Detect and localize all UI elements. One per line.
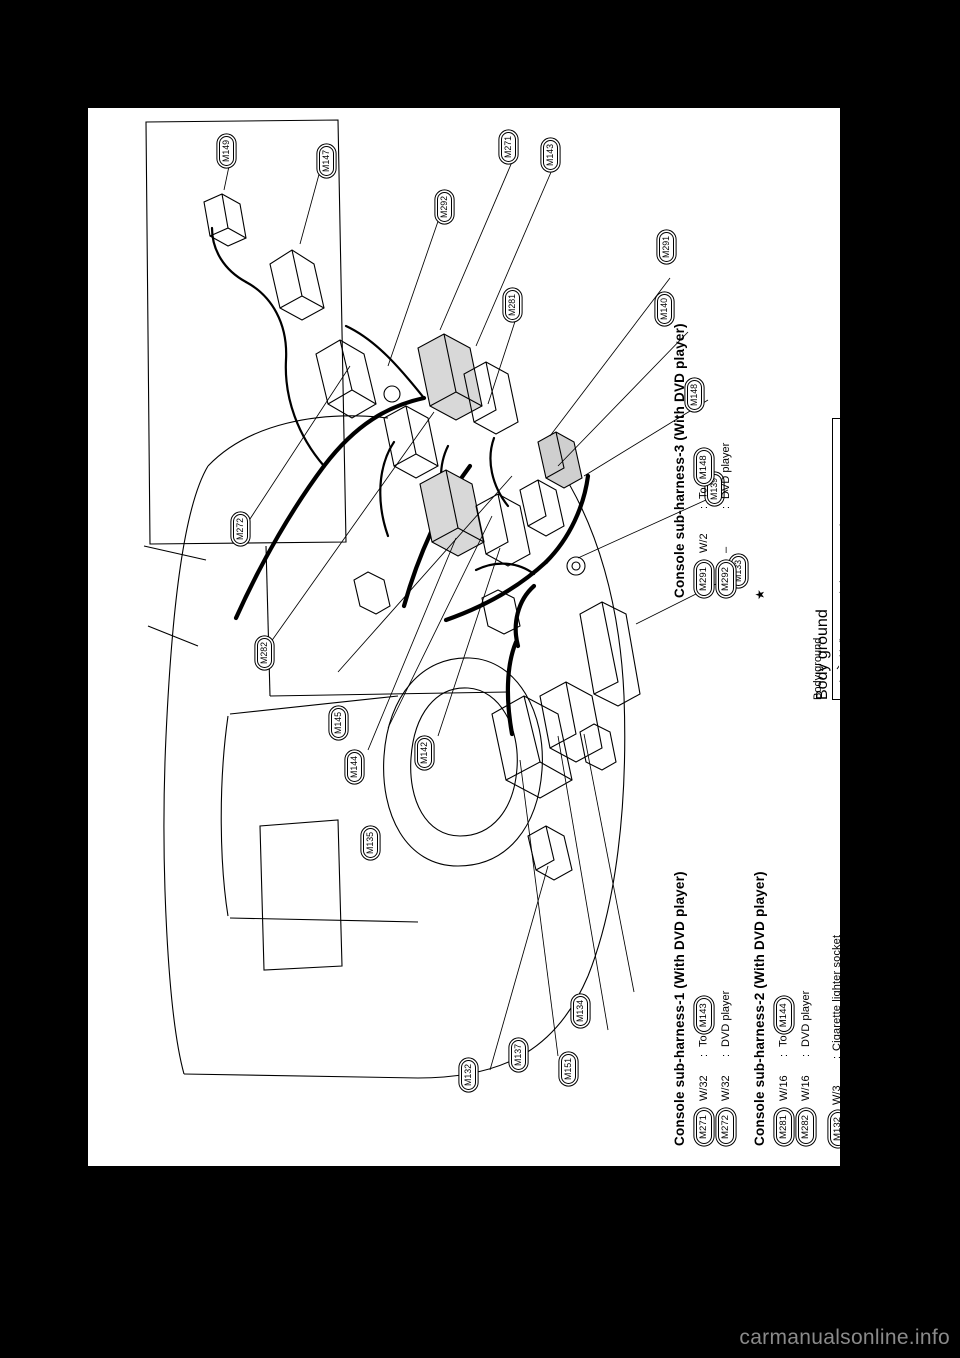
description: To M144 <box>776 991 796 1047</box>
diagram-badge-m140[interactable]: M140 <box>654 293 672 324</box>
table-row: M132 W/3 : Cigarette lighter socket <box>830 857 840 1146</box>
colon: : <box>830 1051 840 1059</box>
diagram-badge-m144[interactable]: M144 <box>344 751 362 782</box>
diagram-badge-m272[interactable]: M272 <box>230 513 248 544</box>
sub3-title: Console sub-harness-3 (With DVD player) <box>672 323 687 598</box>
manual-page-sheet: M149 M272 M282 M147 M145 M144 M135 M142 … <box>88 108 840 1166</box>
connector-badge[interactable]: M281 <box>776 1110 793 1144</box>
wire-code: W/16 <box>778 1075 791 1101</box>
rotated-page-content: M149 M272 M282 M147 M145 M144 M135 M142 … <box>88 108 840 1166</box>
diagram-badge-m282[interactable]: M282 <box>254 637 272 668</box>
section-console-sub-harness-3: Console sub-harness-3 (With DVD player) … <box>672 323 740 598</box>
colon: : <box>719 505 732 509</box>
wire-code: W/32 <box>698 1075 711 1101</box>
body-ground-inset: View with floor console box removed Yaw … <box>832 418 840 700</box>
wire-code: W/3 <box>831 1085 840 1105</box>
diagram-badge-m147[interactable]: M147 <box>316 145 334 176</box>
diagram-badge-m151[interactable]: M151 <box>558 1053 576 1084</box>
diagram-badge-m132[interactable]: M132 <box>458 1059 476 1090</box>
diagram-badge-m281[interactable]: M281 <box>502 289 520 320</box>
table-row: M272 W/32 : DVD player <box>717 990 738 1144</box>
inset-label-top: View with floor console box removed <box>839 521 840 691</box>
diagram-badge-m149[interactable]: M149 <box>216 135 234 166</box>
sub2-table: M281 W/16 : To M144 M282 W/16 : DVD play… <box>774 989 820 1146</box>
colon: : <box>778 1053 791 1057</box>
body-ground-photo <box>836 654 840 670</box>
wire-code: W/32 <box>719 1075 732 1101</box>
connector-badge[interactable]: M271 <box>696 1110 713 1144</box>
inset-caption: Body ground <box>812 637 824 700</box>
description: DVD player <box>799 990 812 1047</box>
connector-badge[interactable]: M292 <box>717 562 735 596</box>
description: DVD player <box>719 442 732 499</box>
connector-ref-badge[interactable]: M148 <box>696 450 713 485</box>
connector-badge[interactable]: M291 <box>696 562 713 596</box>
watermark: carmanualsonline.info <box>739 1326 950 1349</box>
diagram-badge-m142[interactable]: M142 <box>414 737 432 768</box>
star-marker-m133: ★ <box>753 589 767 600</box>
description: To M148 <box>696 443 716 499</box>
wire-code: – <box>719 546 732 553</box>
colon: : <box>698 1053 711 1057</box>
diagram-badge-m292[interactable]: M292 <box>434 191 452 222</box>
diagram-badge-m135[interactable]: M135 <box>360 827 378 858</box>
colon: : <box>698 505 711 509</box>
sub1-title: Console sub-harness-1 (With DVD player) <box>672 871 687 1146</box>
diagram-badge-m137[interactable]: M137 <box>508 1039 526 1070</box>
connector-badge[interactable]: M272 <box>717 1110 735 1144</box>
sub3-table: M291 W/2 : To M148 M292 – : DVD player <box>694 441 740 598</box>
sub2-title: Console sub-harness-2 (With DVD player) <box>752 871 767 1146</box>
table-row: M271 W/32 : To M143 <box>696 991 716 1144</box>
section-console-sub-harness-2: Console sub-harness-2 (With DVD player) … <box>752 871 820 1146</box>
diagram-badge-m291[interactable]: M291 <box>656 231 674 262</box>
connector-badge[interactable]: M282 <box>797 1110 815 1144</box>
connector-table: M132 W/3 : Cigarette lighter socket M133… <box>830 857 840 1146</box>
diagram-badge-m271[interactable]: M271 <box>498 131 516 162</box>
colon: : <box>719 1053 732 1057</box>
wire-code: W/16 <box>799 1075 812 1101</box>
console-harness-illustration <box>88 108 840 1166</box>
connector-ref-badge[interactable]: M143 <box>696 998 713 1033</box>
table-row: M291 W/2 : To M148 <box>696 443 716 596</box>
diagram-badge-m143[interactable]: M143 <box>540 139 558 170</box>
harness-drawing-svg <box>143 119 749 1079</box>
description: To M143 <box>696 991 716 1047</box>
diagram-badge-m145[interactable]: M145 <box>328 707 346 738</box>
wire-code: W/2 <box>698 533 711 553</box>
table-row: M292 – : DVD player <box>717 442 738 596</box>
connector-reference-list: M132 W/3 : Cigarette lighter socket M133… <box>830 857 840 1146</box>
description: Cigarette lighter socket <box>831 934 840 1051</box>
connector-badge[interactable]: M132 <box>830 1112 840 1146</box>
diagram-badge-m134[interactable]: M134 <box>570 995 588 1026</box>
table-row: M282 W/16 : DVD player <box>797 990 818 1144</box>
connector-ref-badge[interactable]: M144 <box>776 998 793 1033</box>
colon: : <box>799 1053 812 1057</box>
section-console-sub-harness-1: Console sub-harness-1 (With DVD player) … <box>672 871 740 1146</box>
sub1-table: M271 W/32 : To M143 M272 W/32 : DVD play… <box>694 989 740 1146</box>
description: DVD player <box>719 990 732 1047</box>
table-row: M281 W/16 : To M144 <box>776 991 796 1144</box>
